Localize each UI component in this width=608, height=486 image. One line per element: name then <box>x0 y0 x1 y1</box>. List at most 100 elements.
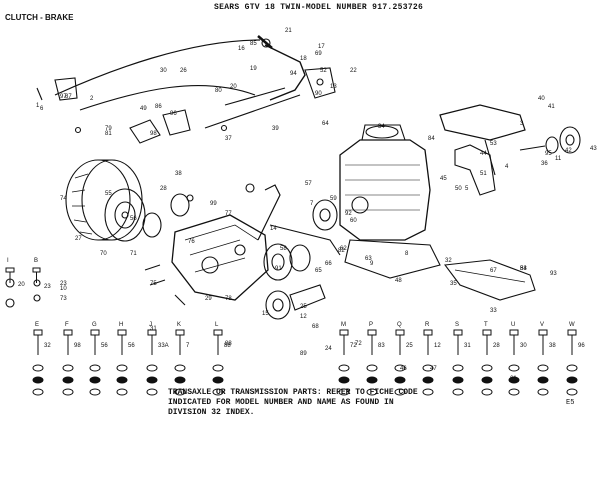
callout-51: 51 <box>480 171 487 177</box>
bolt-number: 12 <box>434 343 441 349</box>
callout-92: 92 <box>345 211 352 217</box>
muffler <box>439 104 526 176</box>
callout-76: 76 <box>188 239 195 245</box>
bolt-letter: M <box>341 322 346 328</box>
callout-62: 62 <box>340 246 347 252</box>
callout-3: 3 <box>520 121 524 127</box>
engine <box>339 124 431 241</box>
callout-10: 10 <box>60 286 67 292</box>
callout-93: 93 <box>550 271 557 277</box>
note-line-3: DIVISION 32 INDEX. <box>168 408 255 417</box>
callout-57: 57 <box>305 181 312 187</box>
bolt-letter: F <box>65 322 69 328</box>
callout-31: 31 <box>150 326 157 332</box>
bolt-m <box>338 329 350 396</box>
callout-58: 58 <box>280 246 287 252</box>
note-line-2: INDICATED FOR MODEL NUMBER AND NAME AS F… <box>168 398 394 407</box>
bolt-number: 25 <box>406 343 413 349</box>
hardware-letter-B: B <box>34 258 39 264</box>
callout-71: 71 <box>130 251 137 257</box>
bolt-letter: S <box>455 322 459 328</box>
callout-19: 19 <box>250 66 257 72</box>
callout-50: 50 <box>455 186 462 192</box>
callout-43: 43 <box>590 146 597 152</box>
callout-56: 56 <box>130 216 137 222</box>
callout-41: 41 <box>548 104 555 110</box>
bolt-letter: H <box>119 322 123 328</box>
callout-90: 90 <box>315 91 322 97</box>
callout-39: 39 <box>272 126 279 132</box>
bolt-s <box>452 329 464 396</box>
exhaust-pipe <box>454 144 496 196</box>
callout-91: 91 <box>275 266 282 272</box>
callout-74: 74 <box>60 196 67 202</box>
bolt-j <box>146 329 158 396</box>
callout-54: 54 <box>520 266 527 272</box>
bolt-u <box>508 329 520 396</box>
engine-pulley <box>519 126 581 154</box>
callout-13: 13 <box>330 84 337 90</box>
bolt-w <box>566 329 578 396</box>
callout-60: 60 <box>350 218 357 224</box>
brake-rod-2 <box>224 87 286 106</box>
callout-99: 99 <box>210 201 217 207</box>
callout-68: 68 <box>312 324 319 330</box>
hardware-letter-I: I <box>7 258 9 264</box>
bracket-mid-left <box>129 119 161 144</box>
callout-80: 80 <box>215 88 222 94</box>
callout-67: 67 <box>490 268 497 274</box>
callout-96: 96 <box>170 111 177 117</box>
callout-15: 15 <box>262 311 269 317</box>
callout-97: 97 <box>60 94 67 100</box>
callout-78: 78 <box>225 296 232 302</box>
callout-29: 29 <box>205 296 212 302</box>
callout-46: 46 <box>400 366 407 372</box>
callout-75: 75 <box>150 281 157 287</box>
callout-72: 72 <box>355 341 362 347</box>
callout-87: 87 <box>65 94 72 100</box>
callout-25: 25 <box>300 304 307 310</box>
drive-pulley <box>263 243 311 281</box>
bolt-letter: G <box>92 322 97 328</box>
bolt-number: 56 <box>128 343 135 349</box>
hardware-qty-I: 20 <box>18 282 25 288</box>
callout-61: 61 <box>510 376 517 382</box>
handle-bracket-left <box>54 77 78 101</box>
callout-59: 59 <box>330 196 337 202</box>
callout-7: 7 <box>310 201 314 207</box>
instruction-note: TRANSAXLE OR TRANSMISSION PARTS: REFER T… <box>168 388 418 418</box>
bolt-number: 98 <box>74 343 81 349</box>
callout-85: 85 <box>250 41 257 47</box>
engine-base <box>344 239 441 279</box>
callout-38: 38 <box>175 171 182 177</box>
callout-23: 23 <box>60 281 67 287</box>
bolt-letter: R <box>425 322 430 328</box>
callout-65: 65 <box>315 268 322 274</box>
hardware-qty-B: 23 <box>44 284 51 290</box>
callout-42: 42 <box>565 148 572 154</box>
callout-35: 35 <box>450 281 457 287</box>
idler-arm <box>269 224 341 256</box>
callout-4: 4 <box>505 164 509 170</box>
shift-lever <box>257 184 281 241</box>
callout-94: 94 <box>290 71 297 77</box>
bolt-number: 31 <box>464 343 471 349</box>
bolt-number: 72 <box>350 343 357 349</box>
bolt-e <box>32 329 44 396</box>
callout-1: 1 <box>36 103 40 109</box>
callout-32: 32 <box>445 258 452 264</box>
bolt-letter: K <box>177 322 181 328</box>
diagram-title: SEARS GTV 18 TWIN-MODEL NUMBER 917.25372… <box>214 3 424 12</box>
callout-18: 18 <box>300 56 307 62</box>
callout-81: 81 <box>105 131 112 137</box>
callout-8: 8 <box>405 251 409 257</box>
callout-14: 14 <box>270 226 277 232</box>
callout-82: 82 <box>338 248 345 254</box>
callout-34: 34 <box>378 124 385 130</box>
brake-rod <box>204 94 301 129</box>
callout-28: 28 <box>160 186 167 192</box>
bolt-number: 83 <box>378 343 385 349</box>
section-label: CLUTCH - BRAKE <box>5 13 74 22</box>
callout-5: 5 <box>465 186 469 192</box>
callout-48: 48 <box>395 278 402 284</box>
